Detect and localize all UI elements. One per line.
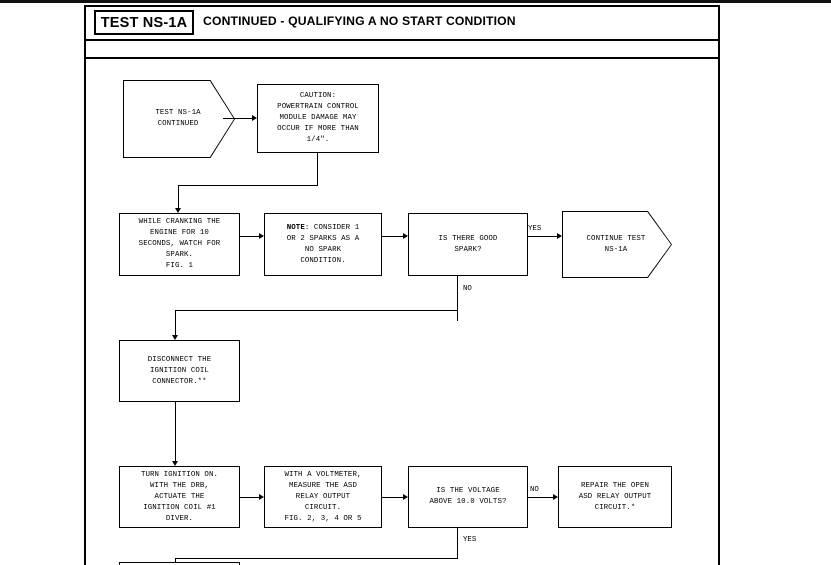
connector-voltage-yes-down — [457, 528, 458, 559]
node-good-spark-question-label: IS THERE GOOD SPARK? — [438, 234, 498, 254]
arrowhead-voltage-q-in — [403, 494, 408, 500]
connector-caution-to-crank — [178, 185, 179, 210]
node-good-spark-question: IS THERE GOOD SPARK? — [408, 213, 528, 276]
node-crank-engine-label: WHILE CRANKING THE ENGINE FOR 10 SECONDS… — [138, 218, 221, 270]
node-caution: CAUTION: POWERTRAIN CONTROL MODULE DAMAG… — [257, 84, 379, 153]
test-number-tag: TEST NS-1A — [94, 10, 194, 35]
node-start-fill — [124, 81, 234, 157]
header-band — [84, 5, 720, 41]
node-voltage-question: IS THE VOLTAGE ABOVE 10.0 VOLTS? — [408, 466, 528, 528]
edge-label-spark-yes: YES — [528, 225, 542, 233]
node-continue-test-label: CONTINUE TEST NS-1A — [586, 234, 646, 254]
node-next-step-clipped — [119, 562, 240, 565]
note-body: : CONSIDER 1 OR 2 SPARKS AS A NO SPARK C… — [286, 223, 360, 265]
arrowhead-turn-ignition-in — [172, 461, 178, 466]
connector-voltage-yes-left — [175, 558, 458, 559]
connector-voltmeter-to-voltage-q — [382, 497, 404, 498]
node-caution-label: CAUTION: POWERTRAIN CONTROL MODULE DAMAG… — [277, 92, 359, 144]
connector-spark-no-to-disconnect — [175, 310, 176, 337]
arrowhead-crank-in — [175, 208, 181, 213]
edge-label-voltage-no: NO — [530, 486, 539, 494]
connector-start-to-caution — [223, 118, 253, 119]
arrowhead-spark-q-in — [403, 233, 408, 239]
note-bold-prefix: NOTE — [286, 223, 305, 232]
connector-caution-down — [317, 153, 318, 185]
connector-crank-to-note — [240, 236, 260, 237]
connector-ignition-to-voltmeter — [240, 497, 260, 498]
arrowhead-note-in — [259, 233, 264, 239]
connector-spark-no-left — [175, 310, 458, 311]
node-crank-engine: WHILE CRANKING THE ENGINE FOR 10 SECONDS… — [119, 213, 240, 276]
node-repair-circuit: REPAIR THE OPEN ASD RELAY OUTPUT CIRCUIT… — [558, 466, 672, 528]
node-note-sparks: NOTE: CONSIDER 1 OR 2 SPARKS AS A NO SPA… — [264, 213, 382, 276]
page-title: CONTINUED - QUALIFYING A NO START CONDIT… — [203, 14, 516, 28]
arrowhead-repair-in — [553, 494, 558, 500]
arrowhead-continue-in — [557, 233, 562, 239]
connector-note-to-spark-q — [382, 236, 404, 237]
connector-voltage-no — [528, 497, 554, 498]
edge-label-voltage-yes: YES — [463, 536, 477, 544]
connector-disconnect-to-ignition — [175, 402, 176, 464]
node-voltmeter-measure-label: WITH A VOLTMETER, MEASURE THE ASD RELAY … — [284, 470, 362, 523]
node-note-sparks-label: NOTE: CONSIDER 1 OR 2 SPARKS AS A NO SPA… — [287, 223, 360, 267]
arrowhead-caution-in — [252, 115, 257, 121]
connector-voltage-yes-continues — [175, 558, 176, 565]
node-continue-test-fill — [563, 212, 671, 277]
arrowhead-voltmeter-in — [259, 494, 264, 500]
connector-spark-no-down — [457, 276, 458, 321]
edge-label-spark-no: NO — [463, 285, 472, 293]
node-turn-ignition-label: TURN IGNITION ON. WITH THE DRB, ACTUATE … — [140, 470, 219, 523]
connector-spark-yes — [528, 236, 558, 237]
node-voltmeter-measure: WITH A VOLTMETER, MEASURE THE ASD RELAY … — [264, 466, 382, 528]
node-disconnect-coil-label: DISCONNECT THE IGNITION COIL CONNECTOR.*… — [147, 355, 212, 386]
arrowhead-disconnect-in — [172, 335, 178, 340]
node-start-label: TEST NS-1A CONTINUED — [155, 109, 201, 128]
scan-artifact-band — [0, 0, 831, 3]
node-continue-test: CONTINUE TEST NS-1A — [562, 211, 672, 278]
header-subrow — [84, 41, 720, 59]
node-start: TEST NS-1A CONTINUED — [123, 80, 235, 158]
node-turn-ignition: TURN IGNITION ON. WITH THE DRB, ACTUATE … — [119, 466, 240, 528]
node-disconnect-coil: DISCONNECT THE IGNITION COIL CONNECTOR.*… — [119, 340, 240, 402]
connector-caution-left — [178, 185, 318, 186]
node-repair-circuit-label: REPAIR THE OPEN ASD RELAY OUTPUT CIRCUIT… — [578, 481, 652, 512]
node-voltage-question-label: IS THE VOLTAGE ABOVE 10.0 VOLTS? — [429, 487, 507, 506]
